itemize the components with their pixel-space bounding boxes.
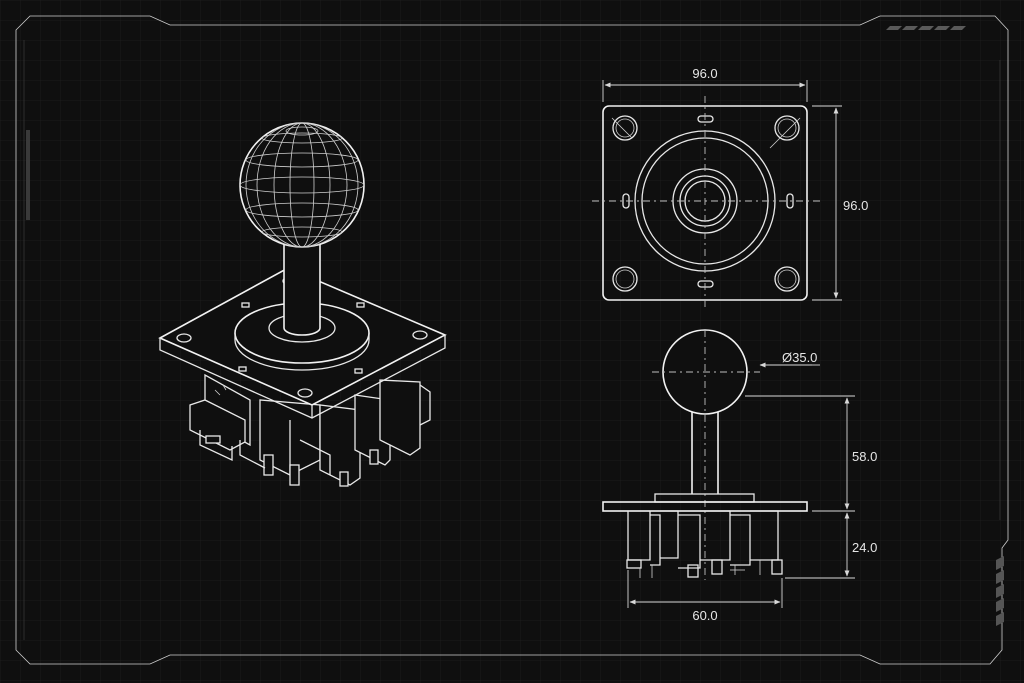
- ball-top: [239, 122, 365, 248]
- hud-side-marks: [996, 556, 1004, 626]
- dim-top-height: 96.0: [843, 198, 868, 213]
- hud-frame: [15, 15, 1009, 665]
- dim-ball-diameter: Ø35.0: [782, 350, 817, 365]
- dim-base-height: 24.0: [852, 540, 877, 555]
- side-view: Ø35.0 58.0 24.0 60.0: [602, 329, 877, 623]
- dim-base-width: 60.0: [692, 608, 717, 623]
- shaft: [283, 239, 321, 336]
- dim-top-width: 96.0: [692, 66, 717, 81]
- isometric-view: [158, 122, 447, 487]
- top-view: 96.0 96.0: [592, 66, 868, 310]
- hud-corner-marks: [886, 26, 966, 30]
- mounting-holes: [612, 115, 800, 292]
- side-switch-body: [626, 510, 783, 578]
- switch-housings: [189, 373, 431, 487]
- dim-shaft-height: 58.0: [852, 449, 877, 464]
